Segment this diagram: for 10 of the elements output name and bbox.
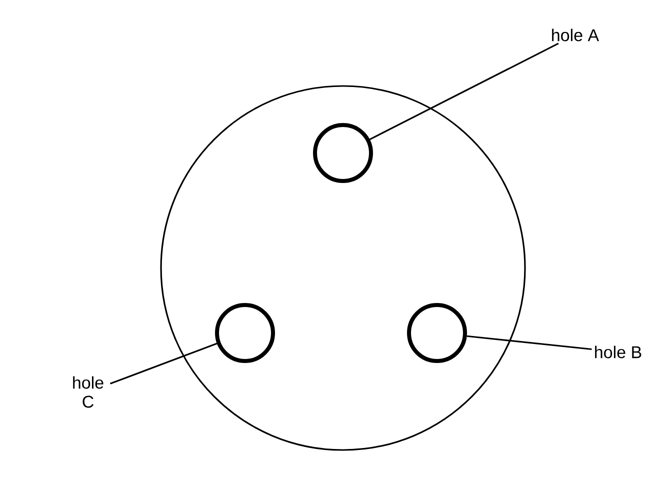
hole-label: hole C bbox=[73, 376, 104, 408]
leader-line bbox=[369, 42, 559, 140]
disc-outline bbox=[160, 85, 526, 451]
leader-line bbox=[110, 342, 218, 384]
leader-line bbox=[466, 335, 592, 350]
hole-label: hole B bbox=[595, 346, 642, 358]
hole-circle bbox=[313, 123, 373, 183]
hole-circle bbox=[215, 303, 275, 363]
hole-label: hole A bbox=[552, 28, 600, 42]
hole-circle bbox=[407, 303, 467, 363]
